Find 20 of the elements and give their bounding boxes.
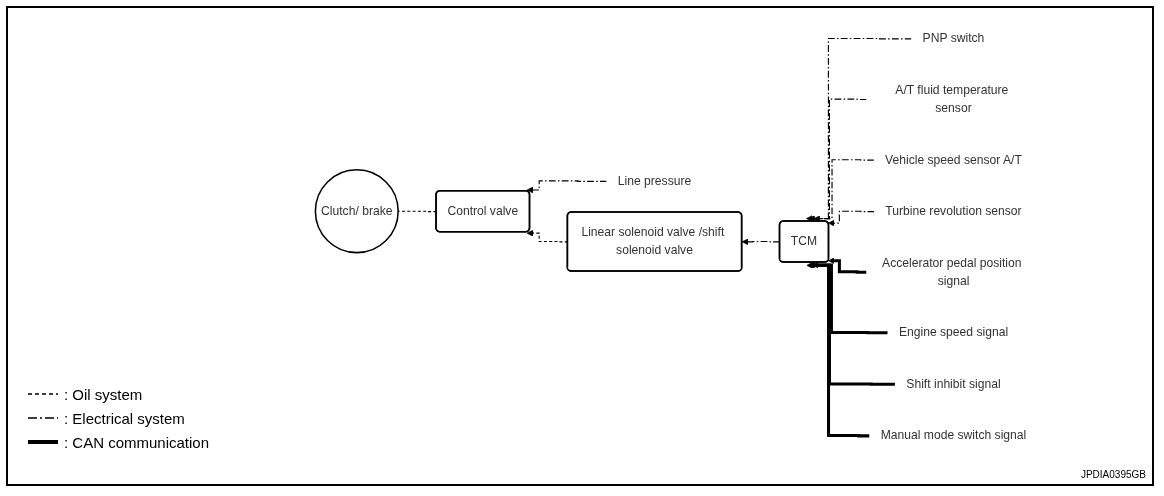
node-text: Line pressure [617, 174, 692, 187]
arrow [813, 159, 875, 223]
arrow [806, 262, 870, 438]
legend-text: : Oil system [64, 385, 143, 403]
node-circle: Clutch/ brake [314, 169, 399, 254]
node-text: Manual mode switch signal [880, 428, 1027, 442]
arrow [806, 37, 913, 222]
node-text: Turbine revolution sensor [885, 204, 1022, 218]
node-text: Engine speed signal [898, 325, 1009, 339]
arrow [827, 210, 875, 227]
arrow [526, 180, 608, 194]
arrow [828, 257, 867, 274]
node-text: Vehicle speed sensor A/T [885, 152, 1022, 166]
legend-text: : Electrical system [64, 409, 185, 427]
legend-text: : CAN communication [64, 433, 210, 451]
figure-code: JPDIA0395GB [1080, 469, 1146, 480]
node-text: Shift inhibit signal [906, 377, 1001, 391]
node-text: A/T fluid temperature sensor [895, 83, 1009, 115]
node-text: Accelerator pedal position signal [882, 255, 1022, 287]
node-text: PNP switch [922, 31, 985, 45]
